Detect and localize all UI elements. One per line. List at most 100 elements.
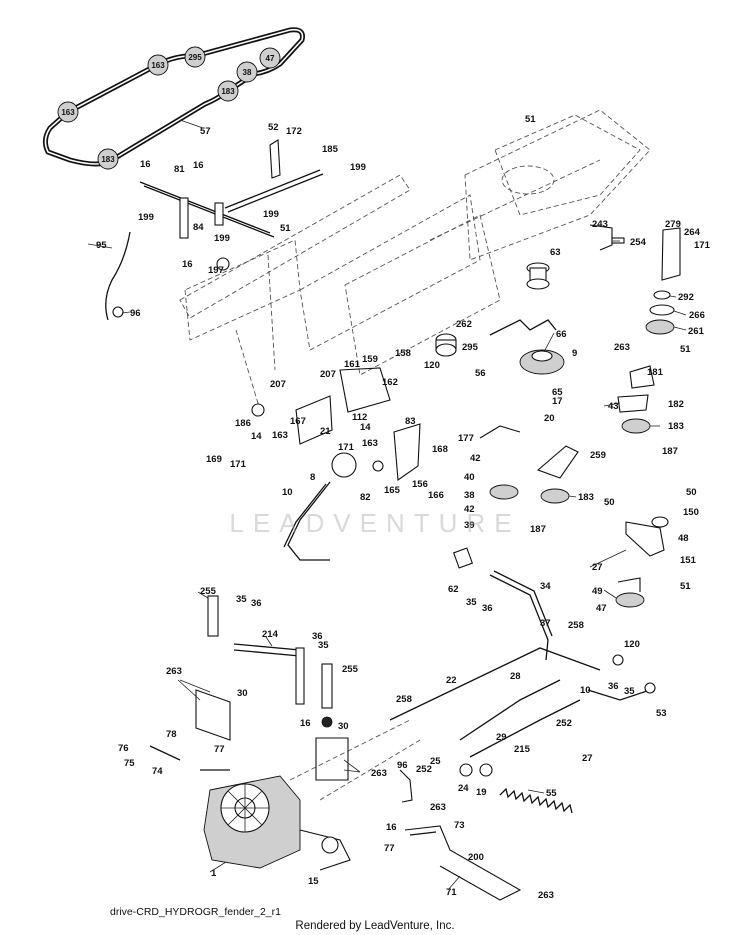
part-label: 172: [286, 126, 302, 137]
part-label: 50: [604, 497, 615, 508]
part-label: 171: [694, 240, 711, 251]
part-label: 43: [608, 401, 619, 412]
part-label: 39: [464, 520, 475, 531]
hydro-transmission: [203, 775, 351, 871]
part-label: 162: [382, 377, 398, 388]
part-label: 40: [464, 472, 475, 483]
pulley-marker: 38: [236, 61, 258, 83]
part-label: 30: [237, 688, 248, 699]
part-label: 21: [320, 426, 331, 437]
part-label: 199: [138, 212, 154, 223]
part-label: 183: [668, 421, 684, 432]
part-label: 112: [352, 412, 367, 423]
part-label: 263: [614, 342, 630, 353]
part-label: 16: [386, 822, 397, 833]
part-label: 83: [405, 416, 416, 427]
part-label: 42: [464, 504, 475, 515]
svg-text:295: 295: [188, 53, 202, 62]
credit-text: Rendered by LeadVenture, Inc.: [295, 920, 455, 932]
part-label: 51: [525, 114, 536, 125]
part-label: 9: [572, 348, 577, 359]
part-label: 169: [206, 454, 222, 465]
part-label: 252: [556, 718, 572, 729]
part-label: 35: [236, 594, 247, 605]
part-label: 215: [514, 744, 531, 755]
part-label: 78: [166, 729, 177, 740]
part-label: 15: [308, 876, 319, 887]
part-label: 57: [200, 126, 211, 137]
part-label: 167: [290, 416, 306, 427]
part-label: 14: [251, 431, 262, 442]
part-label: 16: [193, 160, 204, 171]
part-label: 74: [152, 766, 163, 777]
part-label: 48: [678, 533, 689, 544]
pulley-marker: 183: [97, 148, 119, 170]
part-label: 16: [140, 159, 151, 170]
part-label: 168: [432, 444, 448, 455]
part-label: 263: [538, 890, 554, 901]
part-label: 150: [683, 507, 699, 518]
part-label: 1: [211, 868, 217, 879]
diagram-code: drive-CRD_HYDROGR_fender_2_r1: [110, 906, 281, 918]
part-label: 50: [686, 487, 697, 498]
pulley-marker: 47: [259, 47, 281, 69]
part-label: 49: [592, 586, 603, 597]
part-label: 171: [230, 459, 247, 470]
part-label: 264: [684, 227, 701, 238]
lower-springs: [399, 763, 573, 901]
part-label: 16: [182, 259, 193, 270]
pulley-marker: 295: [184, 46, 206, 68]
part-label: 56: [475, 368, 486, 379]
part-label: 258: [396, 694, 412, 705]
part-label: 36: [251, 598, 262, 609]
part-label: 53: [656, 708, 667, 719]
part-label: 156: [412, 479, 428, 490]
part-label: 166: [428, 490, 444, 501]
pulley-marker: 163: [57, 101, 79, 123]
svg-text:38: 38: [243, 68, 252, 77]
part-label: 266: [689, 310, 705, 321]
part-label: 10: [580, 685, 591, 696]
part-label: 47: [596, 603, 607, 614]
part-label: 75: [124, 758, 135, 769]
part-label: 263: [371, 768, 387, 779]
part-label: 51: [280, 223, 291, 234]
part-label: 182: [668, 399, 684, 410]
part-label: 38: [464, 490, 475, 501]
part-label: 20: [544, 413, 555, 424]
part-label: 187: [662, 446, 678, 457]
part-label: 36: [312, 631, 323, 642]
part-label: 185: [322, 144, 339, 155]
part-label: 295: [462, 342, 479, 353]
part-label: 96: [397, 760, 408, 771]
svg-text:183: 183: [101, 155, 115, 164]
part-label: 30: [338, 721, 349, 732]
part-label: 199: [350, 162, 366, 173]
part-label: 96: [130, 308, 141, 319]
part-label: 263: [430, 802, 446, 813]
part-label: 171: [338, 442, 355, 453]
part-label: 77: [214, 744, 225, 755]
part-label: 71: [446, 887, 457, 898]
part-label: 151: [680, 555, 697, 566]
part-label: 200: [468, 852, 484, 863]
part-label: 17: [552, 396, 563, 407]
part-label: 254: [630, 237, 647, 248]
part-labels: 51 57 52 172 185 16 81 16 199 199 84 199…: [96, 114, 711, 901]
part-label: 62: [448, 584, 459, 595]
part-label: 255: [342, 664, 359, 675]
pulley-marker: 183: [217, 80, 239, 102]
part-label: 81: [174, 164, 185, 175]
part-label: 82: [360, 492, 371, 503]
part-label: 207: [270, 379, 286, 390]
part-label: 186: [235, 418, 251, 429]
part-label: 42: [470, 453, 481, 464]
part-label: 36: [608, 681, 619, 692]
part-label: 279: [665, 219, 681, 230]
part-label: 77: [384, 843, 395, 854]
part-label: 165: [384, 485, 401, 496]
part-label: 76: [118, 743, 129, 754]
part-label: 28: [510, 671, 521, 682]
part-label: 27: [592, 562, 603, 573]
svg-text:183: 183: [221, 87, 235, 96]
